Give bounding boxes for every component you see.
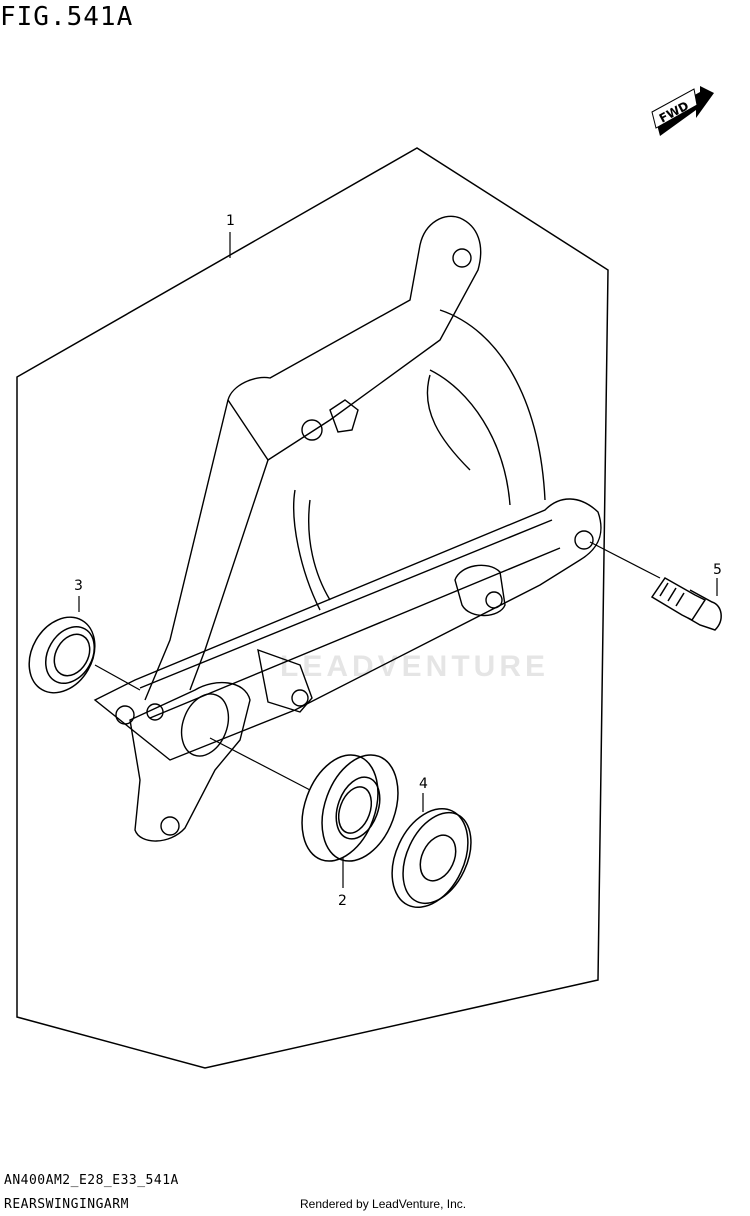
callout-4: 4 — [419, 776, 428, 792]
part-caption: REARSWINGINGARM — [4, 1197, 129, 1212]
swing-arm-part — [93, 215, 602, 842]
figure-title: FIG.541A — [0, 2, 134, 32]
rendered-by-credit: Rendered by LeadVenture, Inc. — [300, 1197, 467, 1211]
callout-2: 2 — [338, 893, 347, 909]
dust-seal-part-4 — [391, 807, 472, 909]
oil-seal-part-3 — [28, 616, 96, 694]
callout-5: 5 — [713, 562, 722, 578]
bolt-part-5 — [650, 577, 722, 631]
leader-lines — [78, 232, 718, 888]
fwd-arrow-icon: FWD — [651, 86, 714, 136]
assembly-outline-box — [16, 147, 609, 1069]
callout-3: 3 — [74, 578, 83, 594]
model-code: AN400AM2_E28_E33_541A — [4, 1173, 179, 1188]
watermark: LEADVENTURE — [280, 650, 550, 683]
bearing-part-2 — [301, 754, 399, 862]
callout-1: 1 — [226, 213, 235, 229]
